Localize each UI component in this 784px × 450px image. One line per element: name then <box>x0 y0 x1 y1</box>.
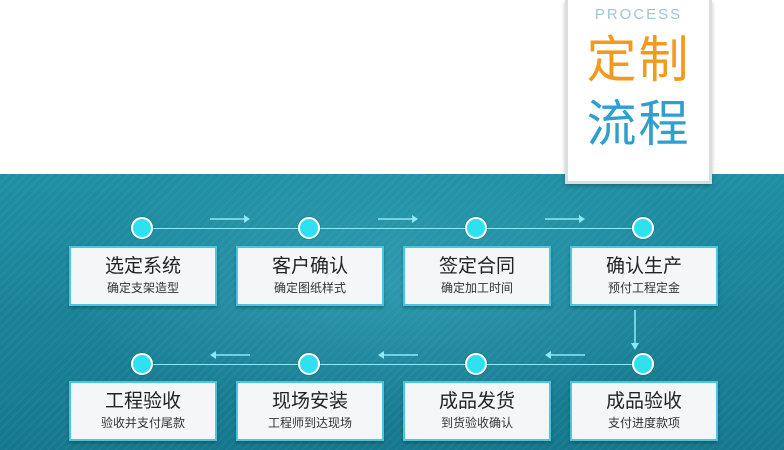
title-line-customize: 定制 <box>586 31 691 89</box>
arrow-left-icon <box>545 351 585 359</box>
arrow-left-icon <box>210 351 250 359</box>
step-subtitle: 工程师到达现场 <box>267 416 352 430</box>
step-subtitle: 支付进度款项 <box>607 416 680 430</box>
step-project-acceptance: 工程验收 验收并支付尾款 <box>69 381 217 441</box>
arrow-left-icon <box>378 351 418 359</box>
row1-dot-4 <box>632 217 654 239</box>
title-card: PROCESS 定制 流程 <box>565 0 712 184</box>
step-onsite-installation: 现场安装 工程师到达现场 <box>236 381 384 441</box>
arrow-right-icon <box>545 215 585 223</box>
title-line-process: 流程 <box>586 95 691 153</box>
row1-dot-3 <box>465 217 487 239</box>
step-customer-confirm: 客户确认 确定图纸样式 <box>236 246 384 306</box>
step-title: 选定系统 <box>104 255 181 277</box>
row2-dot-4 <box>632 353 654 375</box>
step-sign-contract: 签定合同 确定加工时间 <box>403 246 551 306</box>
step-subtitle: 确定图纸样式 <box>273 281 346 295</box>
step-subtitle: 验收并支付尾款 <box>100 416 185 430</box>
step-product-inspection: 成品验收 支付进度款项 <box>570 381 718 441</box>
step-subtitle: 预付工程定金 <box>607 281 680 295</box>
row1-dot-1 <box>131 217 153 239</box>
step-subtitle: 确定支架造型 <box>106 281 179 295</box>
step-title: 客户确认 <box>271 255 348 277</box>
row1-dot-2 <box>298 217 320 239</box>
arrow-right-icon <box>378 215 418 223</box>
process-label: PROCESS <box>594 6 683 23</box>
step-title: 确认生产 <box>605 255 682 277</box>
step-product-shipping: 成品发货 到货验收确认 <box>403 381 551 441</box>
arrow-down-icon <box>631 310 639 350</box>
row1-connector-line <box>142 228 644 229</box>
step-title: 工程验收 <box>104 390 181 412</box>
step-confirm-production: 确认生产 预付工程定金 <box>570 246 718 306</box>
step-title: 成品发货 <box>438 390 515 412</box>
step-subtitle: 确定加工时间 <box>440 281 513 295</box>
step-title: 成品验收 <box>605 390 682 412</box>
row2-dot-2 <box>298 353 320 375</box>
step-subtitle: 到货验收确认 <box>440 416 513 430</box>
step-title: 现场安装 <box>271 390 348 412</box>
arrow-right-icon <box>210 215 250 223</box>
step-title: 签定合同 <box>438 255 515 277</box>
row2-dot-3 <box>465 353 487 375</box>
row2-connector-line <box>142 364 644 365</box>
row2-dot-1 <box>131 353 153 375</box>
step-select-system: 选定系统 确定支架造型 <box>69 246 217 306</box>
